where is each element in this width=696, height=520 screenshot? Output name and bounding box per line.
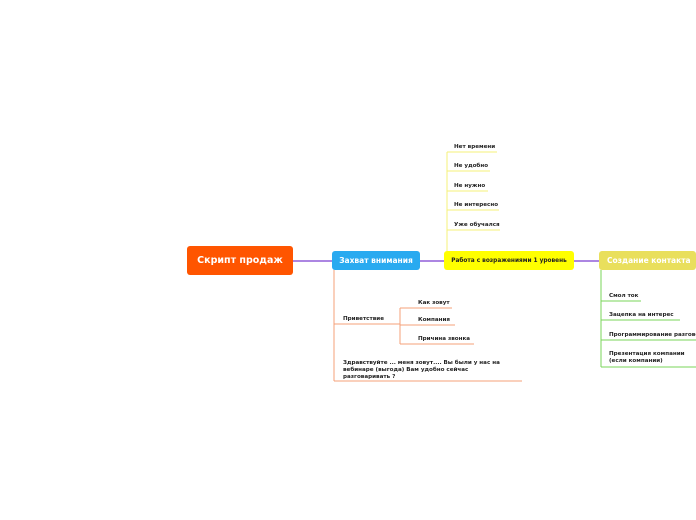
topic-objections[interactable]: Работа с возражениями 1 уровень — [444, 251, 574, 270]
greeting-node[interactable]: Приветствие — [343, 316, 384, 322]
contact-item[interactable]: Смол ток — [609, 293, 639, 299]
contact-item[interactable]: Зацепка на интерес — [609, 312, 674, 318]
objection-item[interactable]: Не удобно — [454, 163, 489, 169]
greeting-child[interactable]: Причина звонка — [418, 336, 471, 342]
objection-item[interactable]: Нет времени — [454, 144, 496, 150]
greeting-child[interactable]: Как зовут — [418, 300, 450, 306]
topic-contact[interactable]: Создание контакта — [599, 251, 696, 270]
contact-item[interactable]: Программирование разговора — [609, 332, 696, 338]
greeting-script[interactable]: Здравствуйте ... меня зовут.... Вы были … — [343, 360, 500, 380]
greeting-fork — [387, 308, 401, 344]
contact-item[interactable]: Презентация компании (если компании) — [609, 351, 685, 364]
objection-item[interactable]: Уже обучался — [454, 222, 500, 228]
greeting-child[interactable]: Компания — [418, 317, 451, 323]
root-node[interactable]: Скрипт продаж — [187, 246, 293, 275]
topic-attention[interactable]: Захват внимания — [332, 251, 420, 270]
objection-item[interactable]: Не нужно — [454, 183, 486, 189]
objection-item[interactable]: Не интересно — [454, 202, 499, 208]
